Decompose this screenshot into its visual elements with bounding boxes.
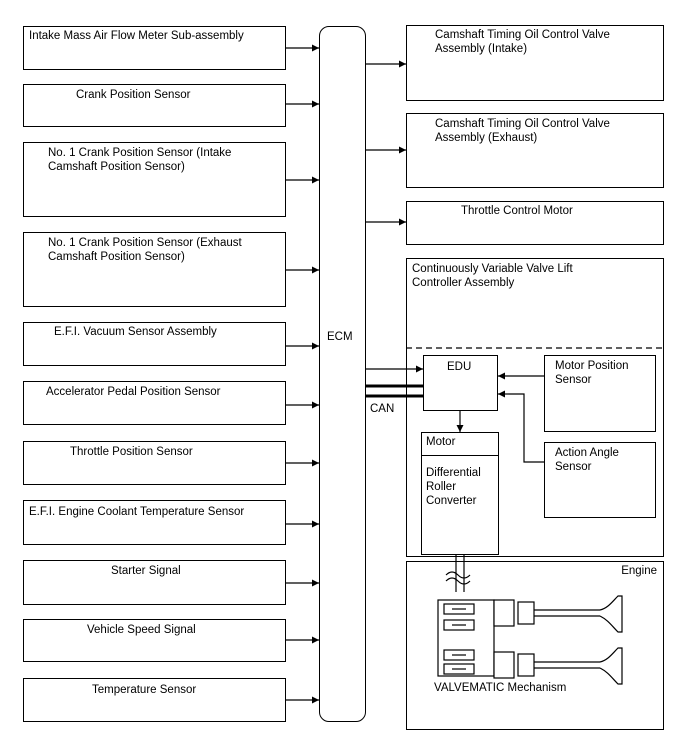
can-bus (366, 384, 423, 398)
sensor-arrows (456, 372, 544, 463)
ecm-label: ECM (327, 331, 353, 343)
input-box: Temperature Sensor (23, 678, 286, 722)
input-box: Starter Signal (23, 560, 286, 605)
input-arrows (286, 44, 319, 704)
input-box: Vehicle Speed Signal (23, 619, 286, 662)
input-label: No. 1 Crank Position Sensor (Intake Cams… (48, 147, 232, 173)
input-label: E.F.I. Vacuum Sensor Assembly (54, 326, 217, 338)
action-angle-sensor-label: Action Angle Sensor (555, 447, 619, 473)
input-label: No. 1 Crank Position Sensor (Exhaust Cam… (48, 237, 242, 263)
input-box: Throttle Position Sensor (23, 441, 286, 485)
ecm-block: ECM (319, 26, 366, 722)
input-label: Vehicle Speed Signal (87, 624, 196, 636)
output-arrows (366, 60, 423, 373)
output-box: Camshaft Timing Oil Control Valve Assemb… (406, 25, 664, 101)
shaft-break-mark (445, 571, 471, 585)
input-label: Starter Signal (111, 565, 181, 577)
motor-block: Motor Differential Roller Converter (421, 432, 499, 555)
input-box: E.F.I. Engine Coolant Temperature Sensor (23, 500, 286, 545)
input-label: Throttle Position Sensor (70, 446, 193, 458)
input-box: Accelerator Pedal Position Sensor (23, 381, 286, 425)
input-label: Intake Mass Air Flow Meter Sub-assembly (29, 30, 244, 42)
input-label: Temperature Sensor (92, 684, 197, 696)
engine-box: Engine VALVEMATIC Mechanism (406, 561, 664, 730)
input-box: Intake Mass Air Flow Meter Sub-assembly (23, 26, 286, 70)
motor-divider (422, 455, 498, 456)
input-label: E.F.I. Engine Coolant Temperature Sensor (29, 506, 245, 518)
motor-position-sensor-label: Motor Position Sensor (555, 360, 629, 386)
converter-label: Differential Roller Converter (426, 467, 481, 507)
cvvl-title: Continuously Variable Valve Lift Control… (412, 263, 573, 289)
input-label: Accelerator Pedal Position Sensor (46, 386, 221, 398)
motor-label: Motor (426, 436, 456, 448)
edu-label: EDU (447, 361, 472, 373)
engine-label: Engine (621, 565, 657, 577)
output-label: Camshaft Timing Oil Control Valve Assemb… (435, 29, 610, 55)
output-box: Camshaft Timing Oil Control Valve Assemb… (406, 113, 664, 188)
motor-position-sensor-box: Motor Position Sensor (544, 355, 656, 432)
output-box: Throttle Control Motor (406, 201, 664, 245)
valvematic-mechanism-label: VALVEMATIC Mechanism (434, 682, 567, 694)
cvvl-controller-assembly: Continuously Variable Valve Lift Control… (406, 258, 664, 557)
output-label: Camshaft Timing Oil Control Valve Assemb… (435, 118, 610, 144)
output-label: Throttle Control Motor (461, 205, 573, 217)
input-box: E.F.I. Vacuum Sensor Assembly (23, 322, 286, 366)
input-box: No. 1 Crank Position Sensor (Exhaust Cam… (23, 232, 286, 307)
mechanism-connector-marks (452, 608, 466, 670)
input-box: No. 1 Crank Position Sensor (Intake Cams… (23, 142, 286, 217)
edu-block: EDU (423, 355, 498, 411)
action-angle-sensor-box: Action Angle Sensor (544, 442, 656, 518)
can-label: CAN (370, 403, 395, 415)
input-box: Crank Position Sensor (23, 84, 286, 127)
input-label: Crank Position Sensor (76, 89, 191, 101)
